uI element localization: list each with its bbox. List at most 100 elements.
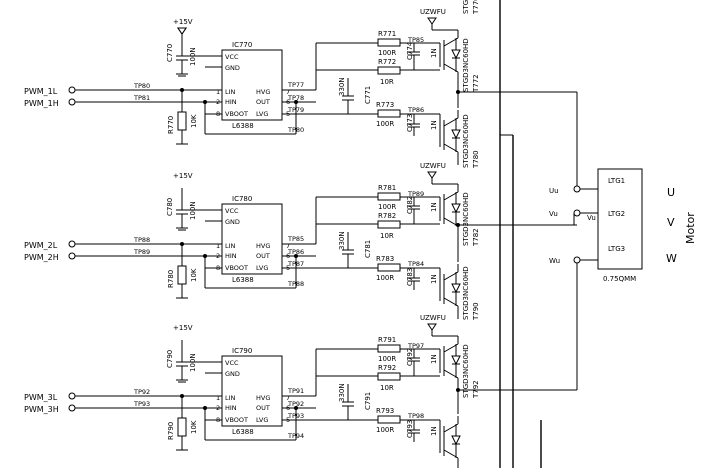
gate-cap-low-value: 1N bbox=[430, 120, 438, 130]
ic-pin-hin: HIN bbox=[225, 252, 237, 260]
motor-labels: U V W Motor bbox=[666, 186, 697, 265]
mid-resistor-label: R792 bbox=[378, 364, 396, 372]
gate-resistor-high bbox=[377, 344, 401, 353]
bootstrap-cap-value: 330N bbox=[338, 77, 346, 96]
igbt-low-part: STGD3NC60HD bbox=[462, 344, 470, 398]
gate-cap-high-value: 1N bbox=[430, 354, 438, 364]
pwm-high-input-label: PWM_2H bbox=[24, 253, 59, 262]
ic-pin-hin: HIN bbox=[225, 404, 237, 412]
pwm-high-input-label: PWM_1H bbox=[24, 99, 59, 108]
connector-spec: 0.75QMM bbox=[603, 275, 636, 283]
bootstrap-cap-value: 330N bbox=[338, 383, 346, 402]
gate-resistor-high bbox=[377, 192, 401, 201]
pwm-high-terminal bbox=[68, 98, 76, 106]
connector-pin-1: LTG1 bbox=[608, 177, 625, 185]
bootstrap-cap-label: C771 bbox=[364, 86, 372, 104]
gate-resistor-high-value: 100R bbox=[378, 355, 396, 363]
gate-resistor-high-value: 100R bbox=[378, 49, 396, 57]
pulldown-resistor-value: 10K bbox=[190, 268, 198, 282]
testpoint-gate-high: TP97 bbox=[407, 342, 424, 350]
ic-pin-hvg: HVG bbox=[256, 394, 270, 402]
uzwfu-label: UZWFU bbox=[420, 314, 446, 322]
igbt-diode-low bbox=[451, 129, 461, 140]
pwm-low-input-label: PWM_2L bbox=[24, 241, 58, 250]
connector-terminal-u bbox=[573, 185, 581, 193]
phase-routing bbox=[500, 92, 578, 390]
pwm-high-terminal bbox=[68, 404, 76, 412]
ic-pin-hin: HIN bbox=[225, 98, 237, 106]
driver-ic-type: L6388 bbox=[232, 122, 254, 130]
testpoint-out: TP92 bbox=[287, 400, 304, 408]
testpoint-low: TP88 bbox=[133, 236, 150, 244]
gate-cap-high-label: C774 bbox=[406, 41, 414, 60]
igbt-low-part: STGD3NC60HD bbox=[462, 192, 470, 246]
ic-pin-vboot: VBOOT bbox=[225, 264, 248, 272]
supply-label: +15V bbox=[173, 324, 193, 332]
gate-resistor-low bbox=[377, 263, 401, 272]
uzwfu-arrow bbox=[427, 323, 437, 331]
gate-resistor-high-value: 100R bbox=[378, 203, 396, 211]
pwm-low-input-label: PWM_1L bbox=[24, 87, 58, 96]
pulldown-resistor-value: 10K bbox=[190, 114, 198, 128]
motor-phase-u: U bbox=[667, 186, 675, 199]
igbt-diode-low bbox=[451, 283, 461, 294]
supply-label: +15V bbox=[173, 172, 193, 180]
pwm-low-input-label: PWM_3L bbox=[24, 393, 58, 402]
driver-ic-ref: IC790 bbox=[232, 347, 252, 355]
ic-pin-out: OUT bbox=[256, 98, 270, 106]
testpoint-gate-high: TP89 bbox=[407, 190, 424, 198]
ic-pin-num-1: 1 bbox=[216, 88, 220, 96]
gate-cap-high-label: C782 bbox=[406, 196, 414, 214]
mid-resistor-label: R782 bbox=[378, 212, 396, 220]
gate-resistor-low-value: 100R bbox=[376, 274, 394, 282]
gate-resistor-low-label: R793 bbox=[376, 407, 394, 415]
gate-cap-low-label: C783 bbox=[406, 268, 414, 286]
igbt-low-part: STGD3NC60HD bbox=[462, 38, 470, 92]
ic-pin-gnd: GND bbox=[225, 64, 240, 72]
net-label-v-inner: Vu bbox=[587, 214, 596, 222]
ic-pin-lin: LIN bbox=[225, 88, 236, 96]
gate-resistor-high-label: R781 bbox=[378, 184, 396, 192]
igbt-diode-high bbox=[451, 203, 461, 214]
uzwfu-label: UZWFU bbox=[420, 162, 446, 170]
net-label-w: Wu bbox=[549, 257, 560, 265]
gate-resistor-high bbox=[377, 38, 401, 47]
mid-resistor bbox=[377, 372, 401, 381]
pulldown-resistor bbox=[177, 265, 187, 285]
ic-pin-vcc: VCC bbox=[225, 53, 239, 61]
pulldown-resistor bbox=[177, 111, 187, 131]
gate-cap-low-label: C793 bbox=[406, 420, 414, 438]
testpoint-gate-low: TP84 bbox=[407, 260, 424, 268]
ic-pin-lin: LIN bbox=[225, 394, 236, 402]
ic-pin-lvg: LVG bbox=[256, 110, 268, 118]
ic-pin-vcc: VCC bbox=[225, 207, 239, 215]
testpoint-low: TP92 bbox=[133, 388, 150, 396]
motor-phase-v: V bbox=[667, 216, 675, 229]
pulldown-resistor bbox=[177, 417, 187, 437]
driver-ic-type: L6388 bbox=[232, 428, 254, 436]
pwm-high-input-label: PWM_3H bbox=[24, 405, 59, 414]
gate-resistor-low-label: R783 bbox=[376, 255, 394, 263]
decoupling-cap-label: C790 bbox=[166, 350, 174, 368]
ic-pin-vcc: VCC bbox=[225, 359, 239, 367]
ic-pin-vboot: VBOOT bbox=[225, 110, 248, 118]
supply-label: +15V bbox=[173, 18, 193, 26]
ic-pin-hvg: HVG bbox=[256, 88, 270, 96]
pulldown-resistor-label: R780 bbox=[167, 270, 175, 288]
igbt-high-part: STGD3NC60HD bbox=[462, 266, 470, 320]
igbt-diode-high bbox=[451, 49, 461, 60]
testpoint-hvg: TP91 bbox=[287, 387, 304, 395]
ic-pin-num-1: 1 bbox=[216, 242, 220, 250]
igbt-high-part: STGD3NC60HD bbox=[462, 0, 470, 14]
decoupling-cap-value: 100N bbox=[189, 353, 197, 372]
testpoint-hvg: TP85 bbox=[287, 235, 304, 243]
mid-resistor-label: R772 bbox=[378, 58, 396, 66]
testpoint-hvg: TP77 bbox=[287, 81, 304, 89]
pulldown-resistor-label: R790 bbox=[167, 422, 175, 440]
ic-pin-gnd: GND bbox=[225, 218, 240, 226]
gate-resistor-low bbox=[377, 109, 401, 118]
pwm-high-terminal bbox=[68, 252, 76, 260]
junction-dot bbox=[456, 90, 460, 94]
gate-resistor-low-label: R773 bbox=[376, 101, 394, 109]
